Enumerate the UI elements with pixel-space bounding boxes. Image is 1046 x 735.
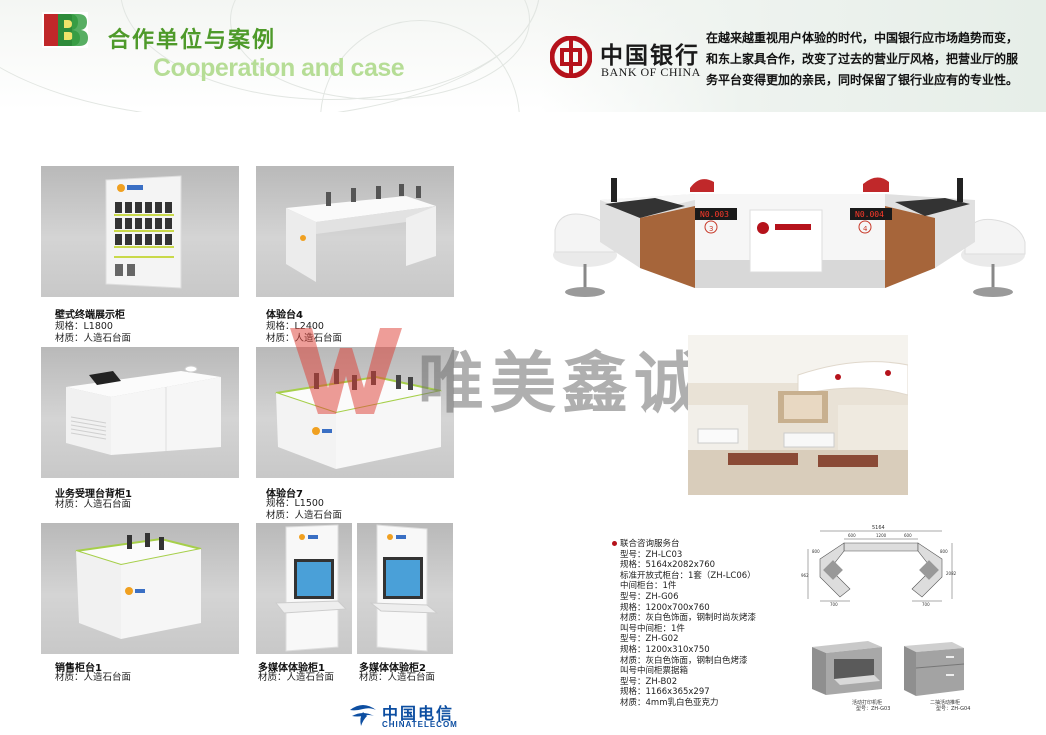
product-multimedia-cabinet-1 [256, 523, 352, 654]
company-logo-icon [42, 12, 88, 48]
right-queue-display: N0.004 [855, 210, 884, 219]
plan-dim: 800 [940, 549, 948, 554]
product-experience-table-4 [256, 166, 454, 297]
product-name: 多媒体体验柜1 [258, 663, 325, 674]
plan-dim: 600 [904, 533, 912, 538]
product-spec: 材质：人造石台面 [55, 499, 132, 510]
section-title: 合作单位与案例 [108, 28, 277, 53]
product-name: 多媒体体验柜2 [359, 663, 426, 674]
product-name: 销售柜台1 [55, 663, 102, 674]
spec-line: 型号：ZH-G06 [620, 591, 679, 602]
spec-line: 规格：5164x2082x760 [620, 560, 716, 571]
product-image [357, 523, 453, 654]
boc-description: 在越来越重视用户体验的时代，中国银行应市场趋势而变，和东上家具合作，改变了过去的… [706, 31, 1019, 87]
right-counter-number: 4 [863, 225, 868, 233]
product-image [256, 523, 352, 654]
boc-name-en: BANK OF CHINA [601, 65, 701, 79]
plan-dim: 1200 [876, 533, 887, 538]
product-spec: 材质：人造石台面 [359, 672, 436, 683]
cabinet-label: 二抽活动推柜 [930, 700, 961, 706]
spec-line: 规格：1200x700x760 [620, 602, 710, 613]
cabinet-label: 活动打印机柜 [852, 700, 883, 706]
spec-line: 材质：4mm乳白色亚克力 [620, 697, 719, 708]
product-spec: 材质：人造石台面 [55, 333, 132, 344]
product-wall-display [41, 166, 239, 297]
cabinet-model: 型号：ZH-G04 [936, 706, 971, 712]
product-name: 体验台4 [266, 310, 303, 321]
product-multimedia-cabinet-2 [357, 523, 453, 654]
boc-name-cn: 中国银行 [600, 42, 700, 69]
printer-cabinet-image [812, 641, 882, 695]
counter-floor-plan: 5164 600 1200 600 800 800 962 2082 700 7… [801, 525, 957, 607]
product-spec: 材质：人造石台面 [55, 672, 132, 683]
spec-line: 材质：灰白色饰面，钢制时尚灰烤漆 [620, 613, 757, 624]
left-queue-display: N0.003 [700, 210, 729, 219]
header-decoration [0, 0, 1046, 112]
spec-line: 叫号中间柜票据箱 [620, 666, 689, 677]
spec-line: 材质：灰白色饰面，钢制白色烤漆 [620, 655, 748, 666]
counter-spec-list: 联合咨询服务台 型号：ZH-LC03 规格：5164x2082x760 标准开放… [612, 539, 757, 709]
plan-overall-dim: 5164 [872, 525, 885, 531]
spec-line: 标准开放式柜台：1套（ZH-LC06） [620, 570, 756, 581]
plan-dim: 600 [848, 533, 856, 538]
china-telecom-name-en: CHINATELECOM [382, 720, 458, 729]
product-back-cabinet [41, 347, 239, 478]
watermark-text: 唯美鑫诚 [418, 345, 706, 422]
plan-dim: 2082 [946, 571, 957, 576]
product-spec: 材质：人造石台面 [258, 672, 335, 683]
china-telecom-name-cn: 中国电信 [382, 704, 455, 723]
spec-line: 联合咨询服务台 [620, 539, 680, 549]
section-subtitle: Cooperation and case [153, 54, 405, 82]
product-image [41, 523, 239, 654]
product-name: 体验台7 [266, 489, 303, 500]
left-counter-number: 3 [709, 225, 713, 233]
plan-dim: 700 [922, 602, 930, 607]
bullet-icon [612, 541, 617, 546]
product-spec: 规格：L1800 [55, 321, 113, 332]
plan-dim: 700 [830, 602, 838, 607]
spec-line: 规格：1166x365x297 [620, 687, 710, 698]
product-spec: 规格：L2400 [266, 321, 324, 332]
spec-line: 规格：1200x310x750 [620, 644, 710, 655]
product-name: 业务受理台背柜1 [55, 489, 132, 500]
product-image [256, 166, 454, 297]
watermark-logo-icon [290, 328, 402, 414]
bank-interior-photo [688, 335, 908, 495]
plan-dim: 962 [801, 573, 809, 578]
product-image [41, 347, 239, 478]
cabinet-model: 型号：ZH-G03 [856, 706, 891, 712]
product-spec: 规格：L1500 [266, 498, 324, 509]
bank-of-china-logo-icon [550, 36, 592, 78]
product-name: 壁式终端展示柜 [55, 310, 125, 321]
service-counter-image: N0.003 N0.004 3 4 [553, 177, 1026, 297]
product-spec: 材质：人造石台面 [266, 510, 343, 521]
spec-line: 型号：ZH-LC03 [620, 549, 683, 560]
product-sales-counter [41, 523, 239, 654]
drawer-cabinet-image [904, 642, 965, 696]
product-image [41, 166, 239, 297]
spec-line: 型号：ZH-B02 [620, 676, 678, 687]
plan-dim: 800 [812, 549, 820, 554]
spec-line: 型号：ZH-G02 [620, 634, 679, 645]
spec-line: 中间柜台：1件 [620, 581, 677, 592]
spec-line: 叫号中间柜：1件 [620, 623, 685, 634]
china-telecom-logo-icon [350, 705, 376, 726]
